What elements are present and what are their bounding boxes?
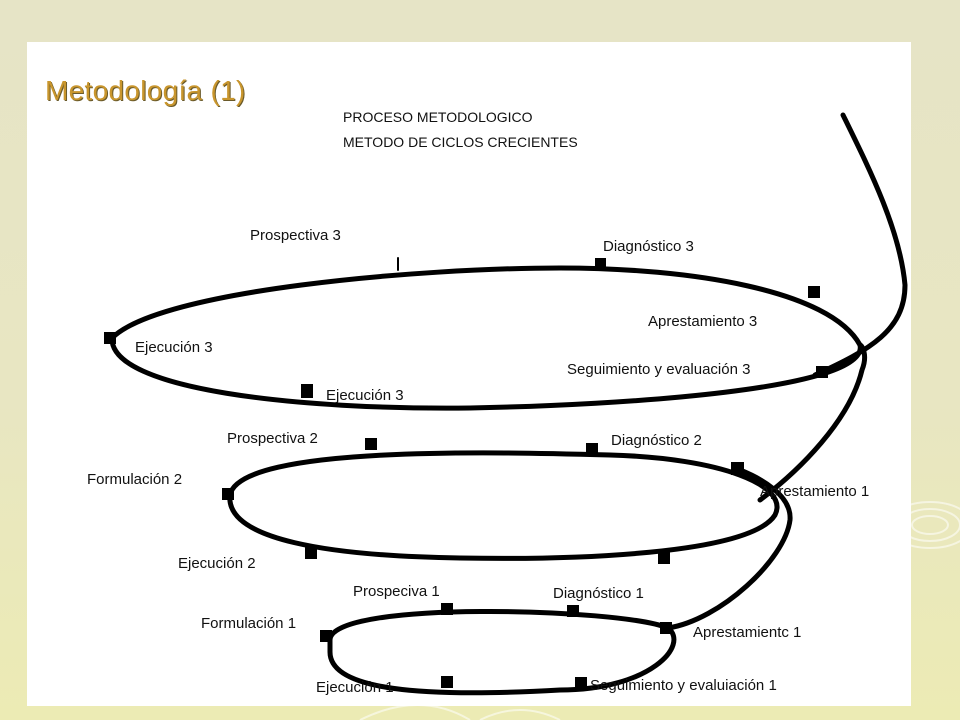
label-ejecucion-2: Ejecución 2 [178, 555, 256, 572]
label-formulacion-2: Formulación 2 [87, 471, 182, 488]
diagram-heading: PROCESO METODOLOGICO METODO DE CICLOS CR… [343, 109, 578, 150]
marker-aprestamiento-1-mid [731, 462, 744, 475]
marker-ejecucion-3-bottom [301, 384, 313, 398]
label-diagnostico-3: Diagnóstico 3 [603, 238, 694, 255]
marker-formulacion-1 [320, 630, 332, 642]
stage-markers [104, 258, 828, 689]
marker-diagnostico-2 [586, 443, 598, 455]
label-formulacion-1: Formulación 1 [201, 615, 296, 632]
marker-ejecucion-3-left [104, 332, 116, 344]
label-diagnostico-1: Diagnóstico 1 [553, 585, 644, 602]
marker-diagnostico-1 [567, 605, 579, 617]
marker-diagnostico-3 [595, 258, 606, 269]
label-aprestamiento-1-mid: Aprestamiento 1 [760, 483, 869, 500]
marker-prospectiva-2 [365, 438, 377, 450]
label-prospectiva-2: Prospectiva 2 [227, 430, 318, 447]
spiral-loop-3 [109, 265, 863, 411]
label-prospectiva-1: Prospeciva 1 [353, 583, 440, 600]
marker-ejecucion-1 [441, 676, 453, 688]
marker-prospectiva-1 [441, 603, 453, 615]
spiral-connector-1-2 [665, 467, 793, 631]
label-prospectiva-3: Prospectiva 3 [250, 227, 341, 244]
spiral-tail [812, 112, 908, 378]
marker-aprestamiento-3 [808, 286, 820, 298]
spiral-connector-2-3 [757, 342, 868, 503]
label-ejecucion-3-left: Ejecución 3 [135, 339, 213, 356]
spiral-loop-2 [227, 450, 780, 561]
slide-content-panel [27, 42, 911, 706]
label-ejecucion-3-bottom: Ejecución 3 [326, 387, 404, 404]
label-seguimiento-3: Seguimiento y evaluación 3 [567, 361, 750, 378]
marker-seguimiento-1 [575, 677, 587, 689]
label-aprestamiento-3: Aprestamiento 3 [648, 313, 757, 330]
label-ejecucion-1: Ejecución 1 [316, 679, 394, 696]
marker-seguimiento-3 [816, 366, 828, 378]
marker-aprestamiento-1 [660, 622, 672, 634]
diagram-heading-line2: METODO DE CICLOS CRECIENTES [343, 134, 578, 150]
marker-ejecucion-2-right [658, 550, 670, 564]
label-seguimiento-1: Seguimiento y evaluiación 1 [590, 677, 777, 694]
spiral-path [109, 112, 908, 696]
stage-labels: Prospectiva 3 Diagnóstico 3 Aprestamient… [87, 227, 869, 696]
marker-formulacion-2 [222, 488, 234, 500]
slide-title: Metodología (1) [45, 75, 246, 106]
marker-ejecucion-2 [305, 547, 317, 559]
diagram-heading-line1: PROCESO METODOLOGICO [343, 109, 533, 125]
label-aprestamiento-1: Aprestamientc 1 [693, 624, 801, 641]
label-diagnostico-2: Diagnóstico 2 [611, 432, 702, 449]
